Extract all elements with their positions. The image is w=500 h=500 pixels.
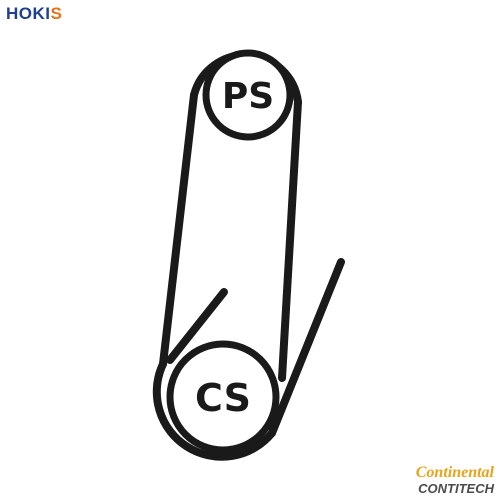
pulley-ps: PS [202,49,294,141]
belt-end-right [268,258,345,437]
belt-end-left [166,288,228,364]
continental-logo: Continental CONTITECH [374,464,494,497]
hokis-logo: HOKIS [6,4,62,24]
continental-wordmark: Continental [415,464,494,481]
logo-text-accent: S [50,4,63,23]
belt-wrap-bottom [152,360,276,461]
pulley-cs: CS [166,340,280,454]
logo-text-main: HOKI [6,4,51,23]
pulley-ps-label: PS [222,76,274,117]
belt-span-right [278,98,302,382]
belt-span-left [159,91,198,368]
pulley-cs-circle [166,340,280,454]
pulley-ps-circle [202,49,294,141]
pulley-cs-label: CS [195,376,251,420]
contitech-wordmark: CONTITECH [418,481,494,496]
